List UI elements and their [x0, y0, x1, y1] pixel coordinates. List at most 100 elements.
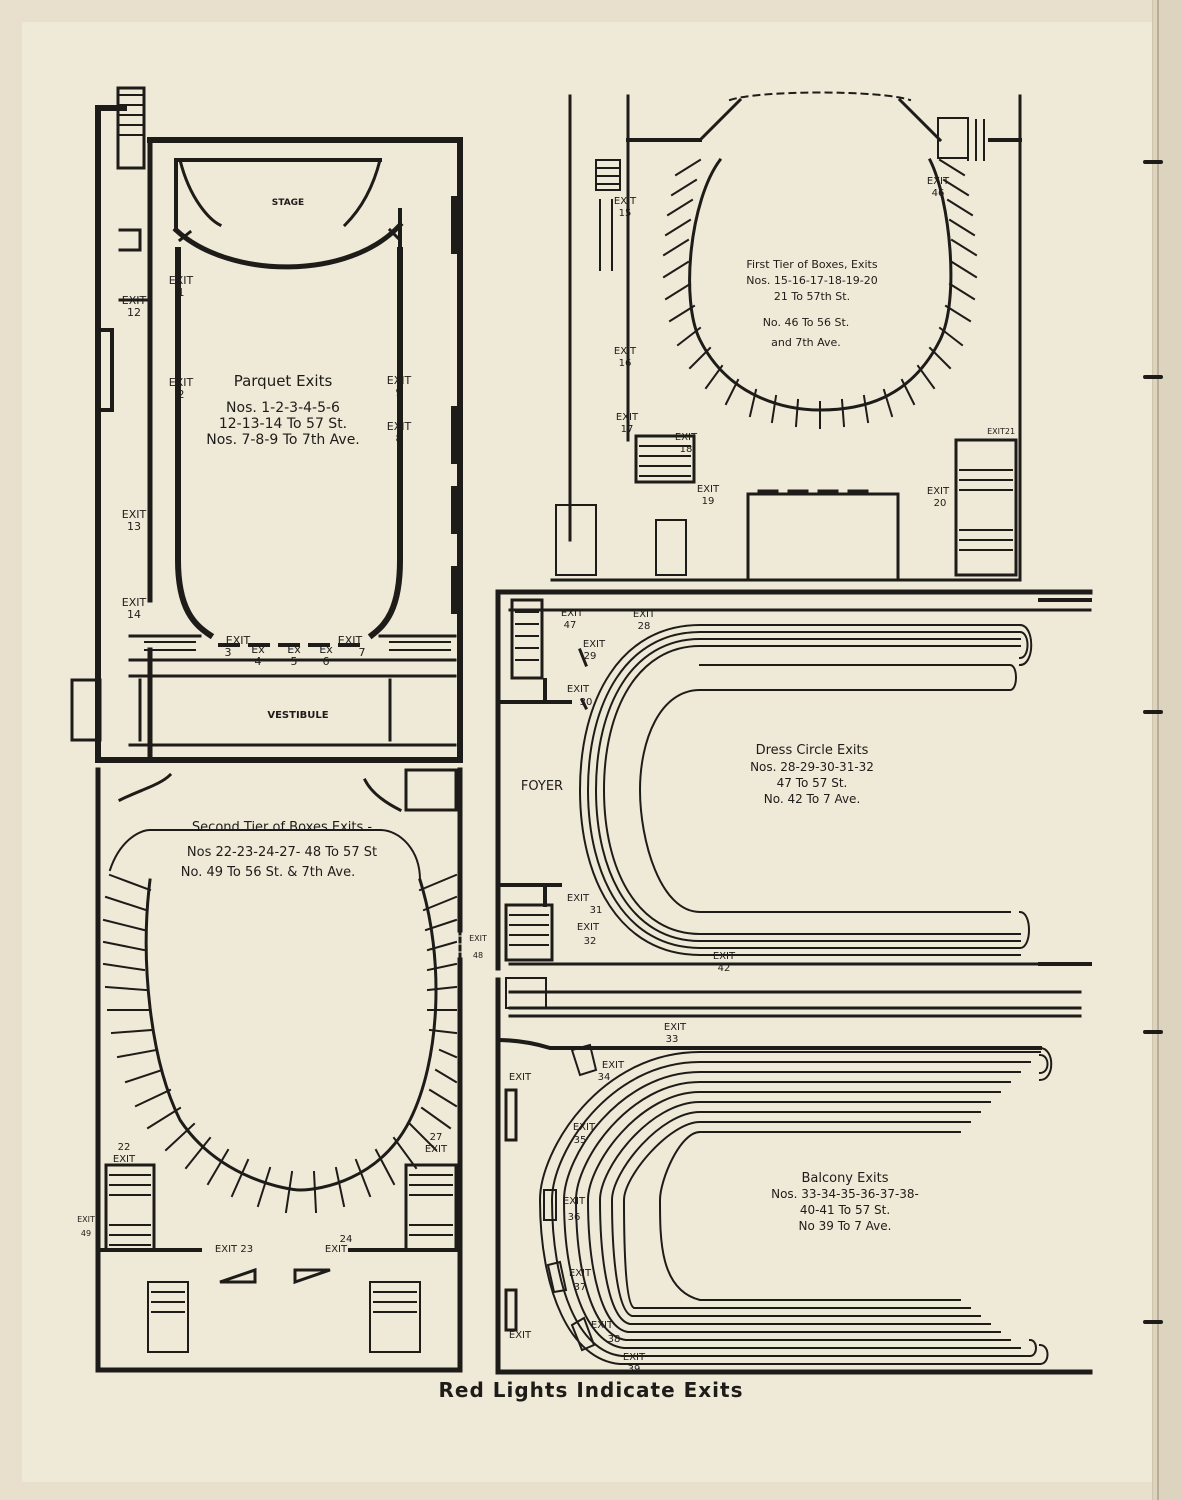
- binding-edge: [1157, 0, 1159, 1500]
- exit-number: 3: [225, 646, 232, 659]
- exit-number: 34: [598, 1072, 611, 1083]
- paper-sheet: [22, 22, 1152, 1482]
- exit-label: EXIT: [387, 420, 412, 433]
- exit-label: EXIT: [623, 1352, 646, 1363]
- exit-label: EXIT: [425, 1144, 448, 1155]
- first-tier-title: First Tier of Boxes, Exits: [746, 258, 877, 271]
- dress-circle-line-3: No. 42 To 7 Ave.: [764, 792, 861, 806]
- stair-block: [937, 117, 969, 159]
- dress-circle-title: Dress Circle Exits: [756, 743, 869, 758]
- second-tier-exit-labels: 22 EXIT EXIT 23 24 EXIT 27 EXIT EXIT 48 …: [77, 934, 487, 1255]
- parquet-exit-labels: EXIT 1 EXIT 2 EXIT 3 Ex 4 Ex 5 Ex 6 EXIT…: [122, 274, 412, 668]
- stair-block: [510, 598, 544, 680]
- exit-label: EXIT: [509, 1330, 532, 1341]
- exit-label: EXIT: [325, 1244, 348, 1255]
- exit-number: 31: [590, 905, 603, 916]
- staple-mark: [1143, 1320, 1163, 1324]
- exit-number: 32: [584, 936, 597, 947]
- staple-mark: [1143, 710, 1163, 714]
- foyer-label: FOYER: [521, 779, 563, 794]
- exit-label: EXIT: [387, 374, 412, 387]
- exit-number: 20: [934, 498, 947, 509]
- exit-label: EXIT: [567, 893, 590, 904]
- parquet-plan: [70, 86, 463, 763]
- exit-label: EXIT: [602, 1060, 625, 1071]
- balcony-line-1: Nos. 33-34-35-36-37-38-: [771, 1187, 919, 1201]
- wall-block: [96, 328, 114, 412]
- staple-mark: [1143, 160, 1163, 164]
- exit-number: 47: [564, 620, 577, 631]
- exit-label: EXIT: [573, 1122, 596, 1133]
- exit-label: EXIT: [122, 294, 147, 307]
- exit-label: EXIT: [563, 1196, 586, 1207]
- first-tier-line-1: Nos. 15-16-17-18-19-20: [746, 274, 878, 287]
- balcony-exit-labels: EXIT 33 EXIT 34 EXIT 35 EXIT 36 EXIT 37 …: [509, 1022, 687, 1375]
- exit-number: 36: [568, 1212, 581, 1223]
- second-tier-plan: [95, 767, 463, 1373]
- balcony-title: Balcony Exits: [801, 1171, 888, 1186]
- parquet-line-3: Nos. 7-8-9 To 7th Ave.: [206, 432, 360, 448]
- exit-number: 9: [396, 386, 403, 399]
- parquet-line-2: 12-13-14 To 57 St.: [219, 416, 347, 432]
- exit-number: 18: [680, 444, 693, 455]
- exit-number: 8: [396, 432, 403, 445]
- exit-label: EXIT: [338, 634, 363, 647]
- exit-number: 49: [81, 1229, 91, 1238]
- exit-label: EXIT: [614, 196, 637, 207]
- exit-label: Ex: [319, 643, 333, 656]
- exit-label: EXIT: [583, 639, 606, 650]
- dress-circle-line-2: 47 To 57 St.: [777, 776, 848, 790]
- exit-number: 19: [702, 496, 715, 507]
- exit-number: 5: [291, 655, 298, 668]
- exit-number: 13: [127, 520, 141, 533]
- exit-number: 35: [574, 1135, 587, 1146]
- stair-block: [116, 86, 146, 170]
- exit-label: EXIT: [927, 486, 950, 497]
- first-tier-line-3: No. 46 To 56 St.: [763, 316, 850, 329]
- staple-mark: [1143, 1030, 1163, 1034]
- second-tier-line-1: Nos 22-23-24-27- 48 To 57 St: [187, 845, 377, 860]
- exit-label: EXIT: [577, 922, 600, 933]
- exit-label: EXIT: [664, 1022, 687, 1033]
- exit-number: 16: [619, 358, 632, 369]
- balcony-line-2: 40-41 To 57 St.: [800, 1203, 890, 1217]
- balcony-line-3: No 39 To 7 Ave.: [799, 1219, 892, 1233]
- exit-label: EXIT: [122, 596, 147, 609]
- vestibule-label: VESTIBULE: [267, 710, 328, 721]
- first-tier-line-4: and 7th Ave.: [771, 336, 841, 349]
- stair-block: [404, 1163, 458, 1252]
- stair-block: [147, 1281, 189, 1353]
- exit-label: EXIT: [567, 684, 590, 695]
- exit-number: 17: [621, 424, 634, 435]
- first-tier-exit-labels: EXIT 15 EXIT 16 EXIT 17 EXIT 18 EXIT 19 …: [614, 176, 1015, 509]
- staple-mark: [1143, 375, 1163, 379]
- exit-number: 30: [580, 697, 593, 708]
- first-tier-plan: [550, 91, 1022, 582]
- exit-label: EXIT: [509, 1072, 532, 1083]
- stair-block: [954, 438, 1018, 577]
- balcony-plan: [495, 977, 1093, 1375]
- exit-number: 33: [666, 1034, 679, 1045]
- exit-number: 12: [127, 306, 141, 319]
- stair-block: [70, 678, 102, 742]
- stair-block: [504, 1288, 518, 1332]
- exit-label: EXIT: [987, 427, 1005, 436]
- exit-label: EXIT: [169, 376, 194, 389]
- stair-block: [404, 768, 458, 812]
- caption: Red Lights Indicate Exits: [438, 1378, 744, 1402]
- stair-block: [555, 504, 597, 576]
- exit-label: EXIT: [569, 1268, 592, 1279]
- exit-label: EXIT 23: [215, 1244, 253, 1255]
- exit-number: 37: [574, 1282, 587, 1293]
- exit-label: EXIT: [469, 934, 487, 943]
- exit-label: EXIT: [614, 346, 637, 357]
- parquet-title: Parquet Exits: [234, 372, 333, 390]
- exit-label: EXIT: [697, 484, 720, 495]
- exit-number: 39: [628, 1364, 641, 1375]
- exit-number: 29: [584, 651, 597, 662]
- exit-number: 14: [127, 608, 141, 621]
- exit-number: 38: [608, 1334, 621, 1345]
- exit-label: Ex: [251, 643, 265, 656]
